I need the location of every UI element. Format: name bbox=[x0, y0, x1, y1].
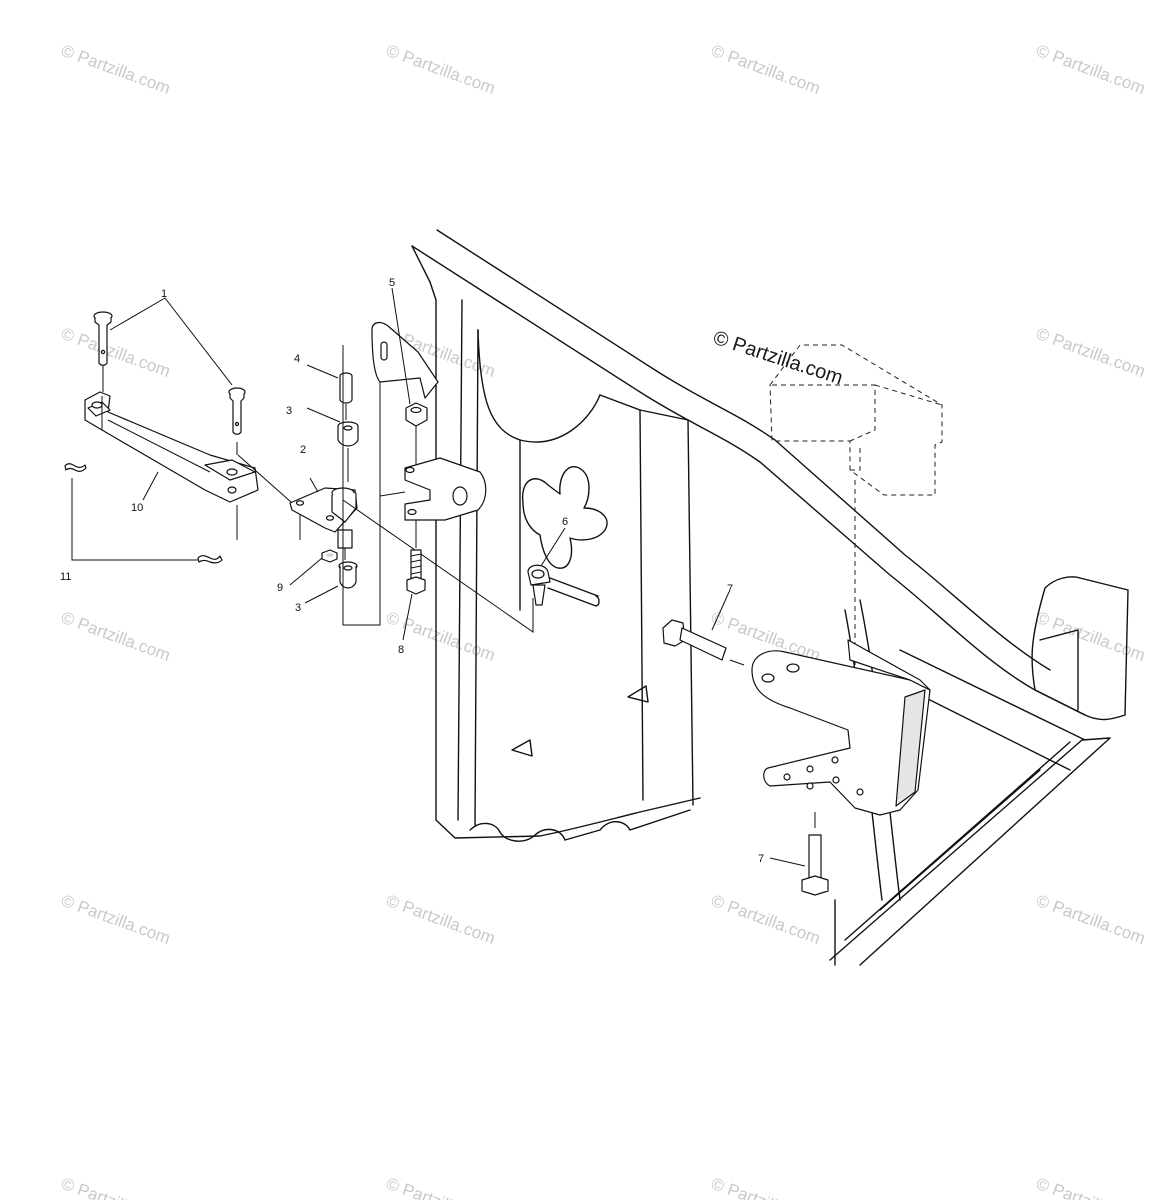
callout-labels: 1 2 3 3 4 5 6 7 7 8 9 10 11 bbox=[60, 277, 764, 865]
part-clevis-pin-1 bbox=[93, 311, 113, 392]
watermark: © Partzilla.com bbox=[59, 1174, 173, 1200]
callout-5: 5 bbox=[389, 277, 395, 289]
part-steering-post-bracket bbox=[342, 321, 534, 633]
part-screw bbox=[406, 520, 426, 595]
part-support-bracket bbox=[751, 639, 931, 816]
callout-leaders bbox=[109, 287, 806, 867]
callout-3-upper: 3 bbox=[286, 405, 292, 417]
watermark: © Partzilla.com bbox=[1034, 608, 1148, 665]
part-steering-bracket bbox=[237, 454, 358, 560]
callout-2: 2 bbox=[300, 444, 306, 456]
part-clevis-pin-2 bbox=[228, 387, 246, 435]
watermark-layer: © Partzilla.com © Partzilla.com © Partzi… bbox=[59, 41, 1148, 1200]
callout-11: 11 bbox=[60, 571, 71, 583]
part-cable-end bbox=[527, 564, 600, 607]
part-tie-rod bbox=[84, 391, 259, 540]
part-sleeve bbox=[339, 372, 353, 420]
watermark: © Partzilla.com bbox=[384, 608, 498, 665]
dashed-component-box bbox=[769, 344, 943, 665]
watermark: © Partzilla.com bbox=[1034, 41, 1148, 98]
watermark: © Partzilla.com bbox=[1034, 891, 1148, 948]
callout-7-lower: 7 bbox=[758, 853, 764, 865]
part-bushing-upper bbox=[337, 421, 359, 482]
watermark: © Partzilla.com bbox=[384, 1174, 498, 1200]
watermark: © Partzilla.com bbox=[709, 891, 823, 948]
watermark: © Partzilla.com bbox=[59, 41, 173, 98]
callout-10: 10 bbox=[131, 502, 143, 514]
part-hairpin-clips bbox=[64, 463, 223, 564]
watermark: © Partzilla.com bbox=[1034, 1174, 1148, 1200]
part-nut-upper bbox=[405, 402, 428, 465]
callout-6: 6 bbox=[562, 516, 568, 528]
watermark: © Partzilla.com bbox=[59, 608, 173, 665]
part-nut-small bbox=[321, 549, 338, 563]
watermark: © Partzilla.com bbox=[384, 41, 498, 98]
watermark: © Partzilla.com bbox=[709, 1174, 823, 1200]
callout-1: 1 bbox=[161, 288, 167, 300]
watermark: © Partzilla.com bbox=[384, 891, 498, 948]
callout-7-upper: 7 bbox=[727, 583, 733, 595]
part-bolt-vertical bbox=[801, 812, 829, 896]
watermark: © Partzilla.com bbox=[1034, 324, 1148, 381]
watermark: © Partzilla.com bbox=[59, 324, 173, 381]
watermark: © Partzilla.com bbox=[709, 41, 823, 98]
watermark: © Partzilla.com bbox=[59, 891, 173, 948]
callout-3-lower: 3 bbox=[295, 602, 301, 614]
center-watermark: © Partzilla.com bbox=[710, 327, 845, 390]
callout-8: 8 bbox=[398, 644, 404, 656]
part-bushing-lower bbox=[338, 561, 358, 589]
part-bolt-horizontal bbox=[662, 619, 745, 666]
frame-outline bbox=[411, 229, 1129, 966]
callout-9: 9 bbox=[277, 582, 283, 594]
callout-4: 4 bbox=[294, 353, 300, 365]
